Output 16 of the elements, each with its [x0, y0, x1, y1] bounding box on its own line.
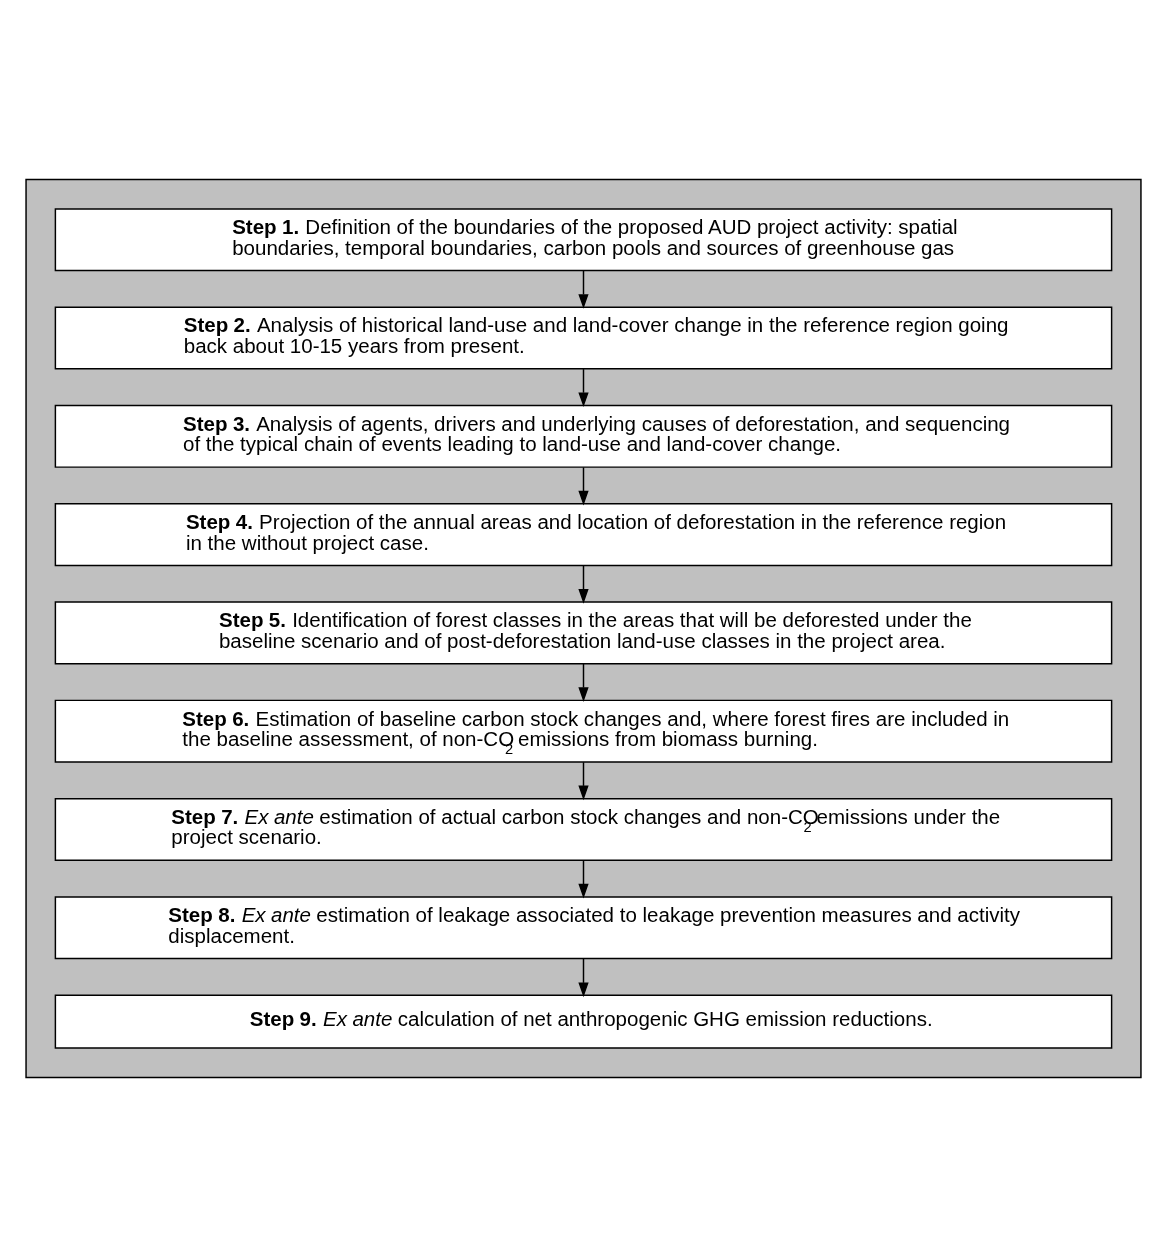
arrow — [578, 663, 589, 702]
arrow — [578, 565, 589, 604]
node-box: Step 8. Ex ante estimation of leakage associated to leakage prevention measures and activity displacement. — [54, 896, 1113, 960]
node-box: Step 4. Projection of the annual areas and location of deforestation in the reference region in the without project case. — [54, 503, 1113, 567]
cluster — [25, 178, 1142, 1079]
node-box: Step 5. Identification of forest classes in the areas that will be deforested under the baseline scenario and of post-deforestation land-use classes in the project area. — [54, 601, 1113, 665]
arrow — [578, 466, 589, 506]
arrow — [578, 270, 589, 309]
arrow — [578, 958, 589, 998]
arrow — [578, 859, 589, 899]
arrow — [578, 761, 589, 801]
node-box: Step 1. Definition of the boundaries of the proposed AUD project activity: spatial boundaries, temporal boundaries, carbon pools and sources of greenhouse gas — [54, 208, 1113, 272]
node-box: Step 3. Analysis of agents, drivers and underlying causes of deforestation, and sequencing of the typical chain of events leading to land-use and land-cover change. — [54, 404, 1113, 468]
arrow — [578, 368, 589, 408]
node-box: Step 2. Analysis of historical land-use and land-cover change in the reference region going back about 10-15 years from present. — [54, 306, 1113, 370]
node-box: Step 9. Ex ante calculation of net anthropogenic GHG emission reductions. — [54, 994, 1113, 1049]
